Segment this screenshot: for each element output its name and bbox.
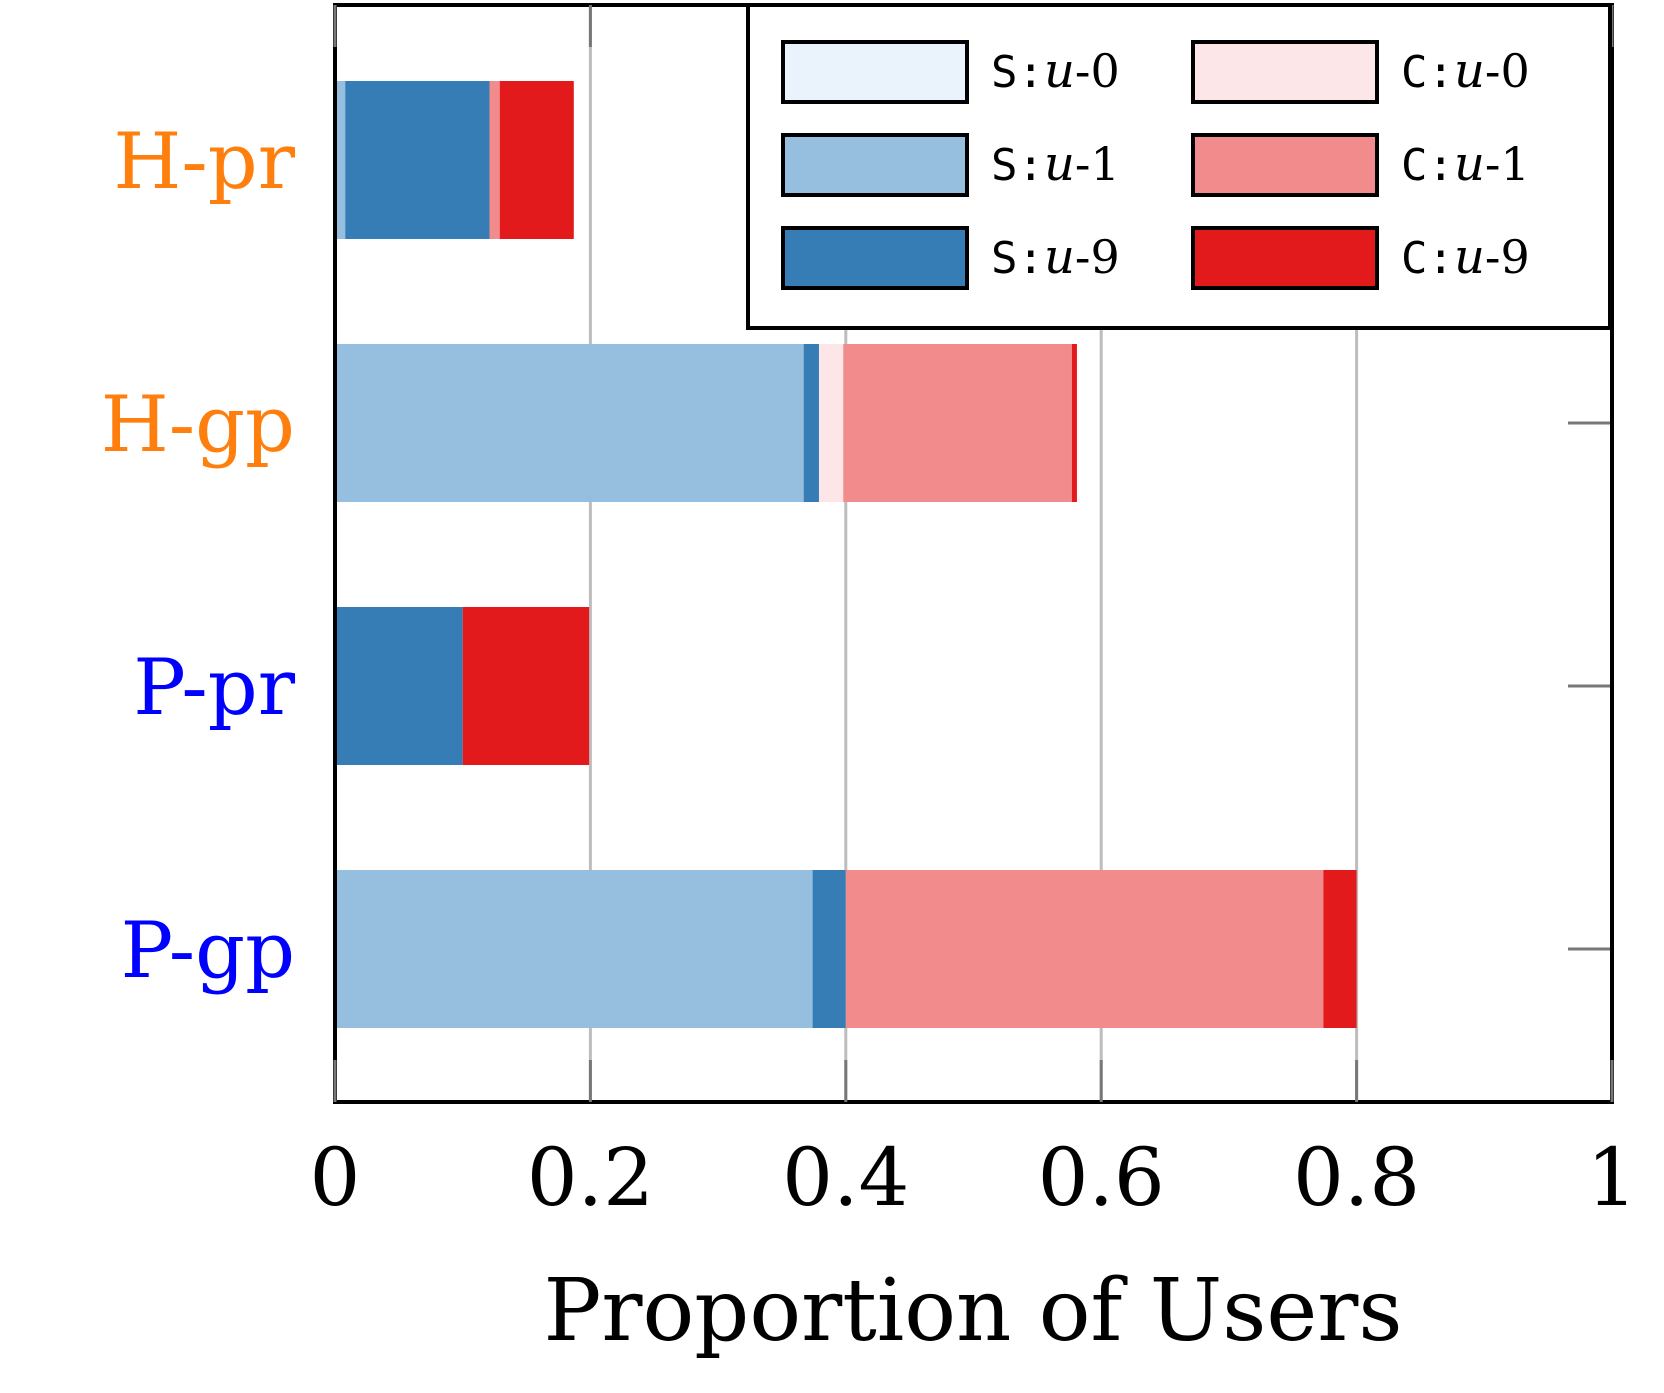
legend-label: S:u-1 <box>991 136 1120 192</box>
legend-swatch <box>781 40 969 104</box>
bar-segment <box>335 344 804 502</box>
x-tick-label: 0.8 <box>1293 1131 1420 1224</box>
legend-label: C:u-1 <box>1401 136 1530 192</box>
bar-segment <box>803 344 819 502</box>
legend-swatch <box>1191 226 1379 290</box>
x-tick-label: 0 <box>310 1131 361 1224</box>
bar-segment <box>335 870 813 1028</box>
category-labels: H-prH-gpP-prP-gp <box>101 117 296 996</box>
category-label: H-gp <box>101 380 295 470</box>
category-label: P-gp <box>121 906 295 996</box>
bar-segment <box>462 607 590 765</box>
bar-segment <box>812 870 846 1028</box>
legend-swatch <box>1191 133 1379 197</box>
x-tick-labels: 0 0.2 0.4 0.6 0.8 1 <box>310 5 1638 1224</box>
legend: S:u-0S:u-1S:u-9 C:u-0C:u-1C:u-9 <box>746 3 1612 330</box>
legend-swatch <box>1191 40 1379 104</box>
legend-label: C:u-0 <box>1401 43 1530 99</box>
legend-label: S:u-9 <box>991 229 1120 285</box>
x-tick-label: 0.4 <box>782 1131 909 1224</box>
x-axis-title: Proportion of Users <box>544 1261 1403 1361</box>
legend-label: S:u-0 <box>991 43 1120 99</box>
bar-segment <box>845 870 1324 1028</box>
category-label: H-pr <box>113 117 295 207</box>
bar-segment <box>335 81 346 239</box>
bar-segment <box>1323 870 1357 1028</box>
legend-swatch <box>781 133 969 197</box>
x-tick-label: 1 <box>1587 1131 1638 1224</box>
bars <box>335 81 1357 1028</box>
bar-segment <box>499 81 574 239</box>
x-tick-label: 0.2 <box>527 1131 654 1224</box>
category-label: P-pr <box>133 643 296 733</box>
bar-segment <box>1071 344 1077 502</box>
bar-segment <box>818 344 844 502</box>
bar-segment <box>335 607 463 765</box>
legend-label: C:u-9 <box>1401 229 1530 285</box>
bar-segment <box>843 344 1072 502</box>
bar-segment <box>345 81 490 239</box>
bar-segment <box>489 81 500 239</box>
legend-swatch <box>781 226 969 290</box>
x-tick-label: 0.6 <box>1038 1131 1165 1224</box>
